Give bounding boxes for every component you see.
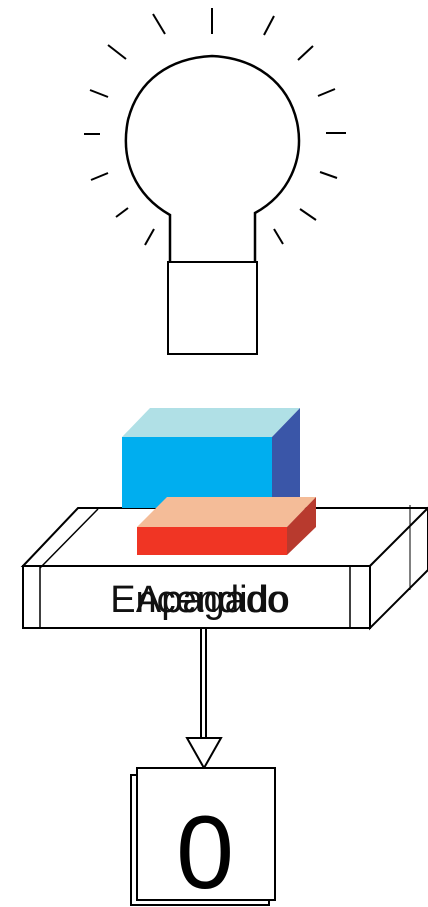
switch-label-on: Encendido: [110, 579, 290, 621]
switch-base[interactable]: [20, 505, 428, 631]
switch-label-off: Apagado: [136, 579, 288, 621]
output-box: [130, 767, 276, 906]
red-block[interactable]: [137, 497, 316, 555]
light-bulb-icon: [124, 54, 301, 355]
light-rays: [84, 8, 346, 246]
output-value: 0: [176, 795, 234, 907]
connector-arrow: [185, 628, 223, 771]
blue-block[interactable]: [122, 408, 300, 508]
